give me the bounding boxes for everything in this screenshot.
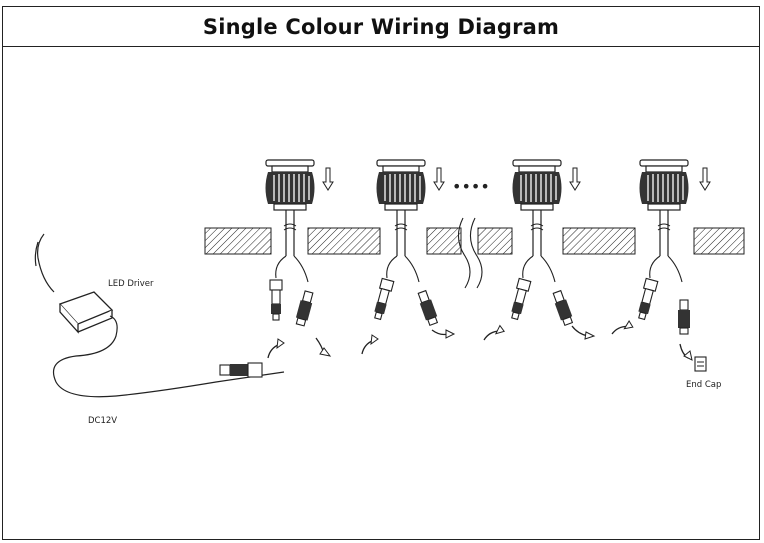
driver-connector (219, 362, 263, 378)
title-bar: Single Colour Wiring Diagram (3, 7, 759, 47)
dc12v-label: DC12V (88, 416, 117, 426)
led-driver-label: LED Driver (108, 279, 154, 289)
light-1 (264, 159, 334, 327)
mounting-surface (204, 217, 745, 289)
end-cap-label: End Cap (686, 380, 721, 390)
led-driver (34, 233, 285, 398)
light-4 (635, 159, 711, 335)
connection-arrows (267, 316, 693, 361)
diagram-frame: Single Colour Wiring Diagram (2, 6, 760, 540)
continuation-dots: •••• (452, 177, 490, 196)
end-cap (694, 356, 707, 372)
diagram-title: Single Colour Wiring Diagram (202, 14, 560, 39)
light-3 (508, 159, 581, 327)
light-2 (371, 159, 445, 327)
